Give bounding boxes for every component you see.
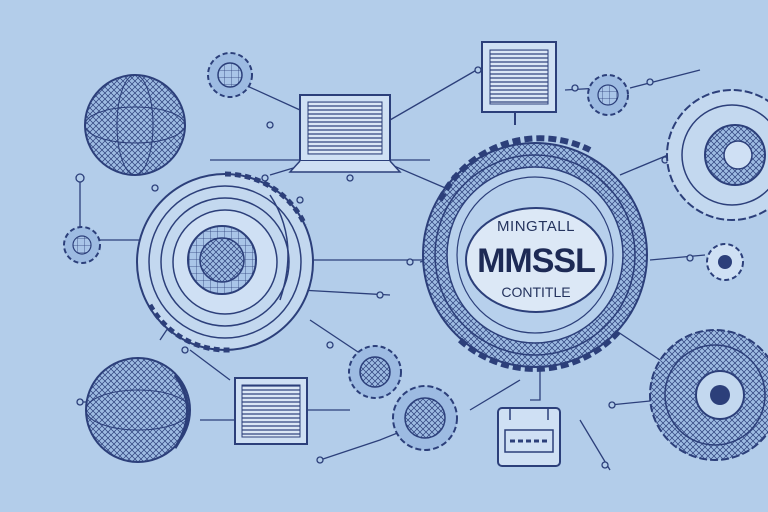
connection-lines: [79, 67, 706, 471]
gear-cluster-right-top: [666, 89, 768, 221]
central-hub: [422, 135, 648, 372]
monitor-top: [481, 41, 557, 125]
gear-cluster-right-bottom: [649, 329, 768, 461]
mesh-sphere-bottom-left: [85, 357, 191, 463]
hub-title-main: MMSSL: [477, 242, 596, 280]
hub-title-sub: CONTITLE: [501, 284, 571, 300]
monitor-bottom-left: [234, 377, 308, 445]
hub-title-top: MINGTALL: [497, 218, 575, 235]
gear-small-left: [63, 226, 101, 264]
mesh-sphere-top-left: [84, 74, 186, 176]
gear-cluster-left: [136, 171, 314, 353]
gear-small-top-left: [207, 52, 253, 98]
gear-small-right: [706, 243, 744, 281]
terminal-bottom-center: [497, 407, 561, 467]
gear-small-top-right: [587, 74, 629, 116]
gear-mid-bottom-2: [392, 385, 458, 451]
monitor-top-center: [288, 94, 402, 173]
gear-mid-bottom-1: [348, 345, 402, 399]
